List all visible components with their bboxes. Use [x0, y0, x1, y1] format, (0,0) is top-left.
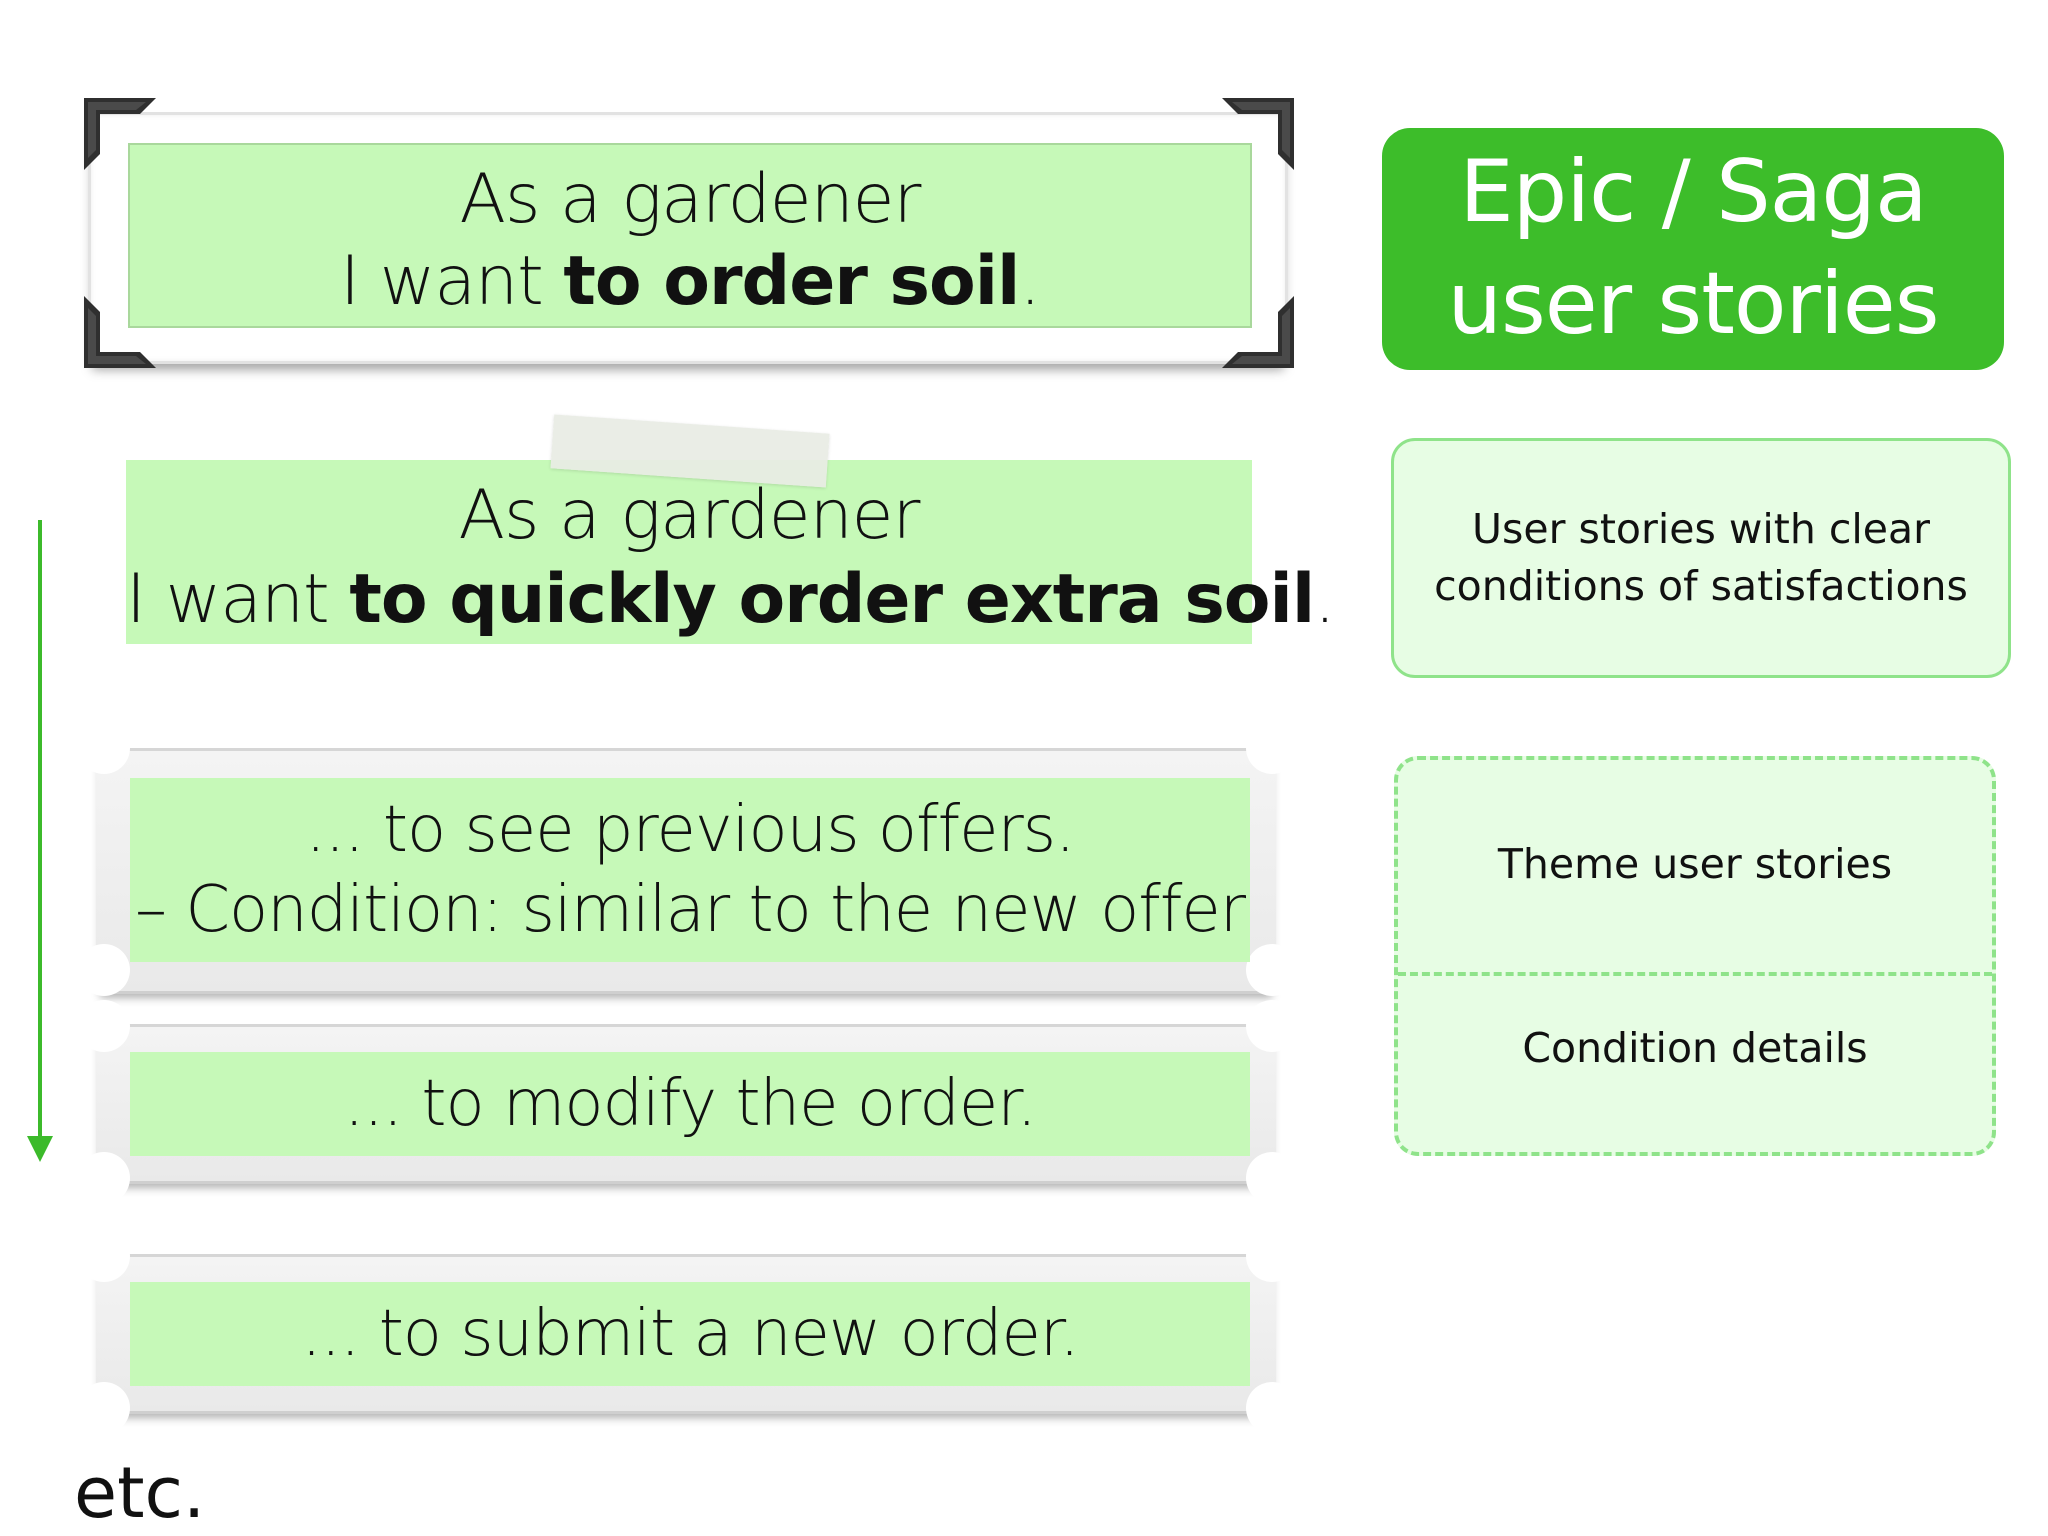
etc-label: etc.: [74, 1452, 206, 1534]
progression-arrow-line: [38, 520, 42, 1146]
epic-story-text: As a gardener I want to order soil.: [130, 159, 1250, 323]
strip-notch: [78, 722, 130, 774]
theme-story-card: ... to see previous offers. – Condition:…: [130, 778, 1250, 962]
strip-notch: [1246, 722, 1298, 774]
legend-theme-label: Theme user stories: [1497, 840, 1893, 888]
photo-corner-bottom-left-icon: [84, 296, 156, 368]
photo-corner-top-left-icon: [84, 98, 156, 170]
strip-notch: [1246, 944, 1298, 996]
strip-notch: [78, 1000, 130, 1052]
theme-story-line: ... to submit a new order.: [301, 1297, 1079, 1371]
legend-epic-box: Epic / Saga user stories: [1382, 128, 2004, 370]
strip-notch: [78, 944, 130, 996]
legend-condition-label: Condition details: [1522, 1024, 1868, 1072]
theme-story-line: ... to see previous offers.: [305, 793, 1076, 867]
theme-story-card: ... to submit a new order.: [130, 1282, 1250, 1386]
epic-story-card: As a gardener I want to order soil.: [128, 143, 1252, 328]
photo-corner-bottom-right-icon: [1222, 296, 1294, 368]
epic-story-line1: As a gardener: [459, 160, 922, 239]
epic-story-line2: I want to order soil.: [340, 242, 1041, 321]
strip-notch: [78, 1152, 130, 1204]
strip-notch: [78, 1230, 130, 1282]
arrow-down-icon: [27, 1136, 53, 1162]
theme-story-line: ... to modify the order.: [344, 1067, 1037, 1141]
theme-story-card: ... to modify the order.: [130, 1052, 1250, 1156]
user-story-line2: I want to quickly order extra soil.: [126, 560, 1336, 639]
strip-notch: [1246, 1230, 1298, 1282]
strip-notch: [1246, 1382, 1298, 1434]
theme-condition-line: – Condition: similar to the new offer: [134, 873, 1246, 947]
strip-notch: [1246, 1000, 1298, 1052]
user-story-text: As a gardener I want to quickly order ex…: [126, 474, 1336, 642]
legend-theme-box: [1394, 756, 1996, 1156]
legend-epic-line1: Epic / Saga: [1459, 142, 1927, 242]
legend-story-line2: conditions of satisfactions: [1434, 562, 1968, 610]
user-story-line1: As a gardener: [458, 476, 921, 555]
user-story-card: As a gardener I want to quickly order ex…: [126, 460, 1336, 644]
strip-notch: [1246, 1152, 1298, 1204]
strip-notch: [78, 1382, 130, 1434]
legend-user-story-box: User stories with clear conditions of sa…: [1391, 438, 2011, 678]
photo-corner-top-right-icon: [1222, 98, 1294, 170]
legend-epic-line2: user stories: [1447, 254, 1939, 354]
legend-theme-divider: [1398, 972, 1992, 976]
legend-story-line1: User stories with clear: [1471, 505, 1931, 553]
